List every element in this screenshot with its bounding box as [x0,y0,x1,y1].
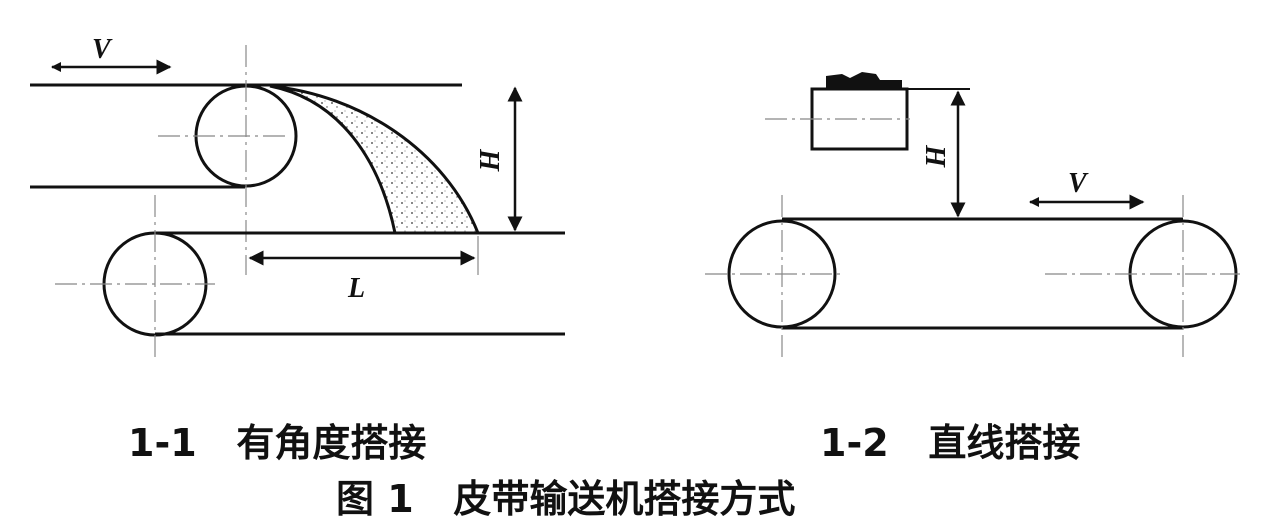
subfigure-straight-lap: H V [705,72,1240,360]
height-label-2: H [919,144,950,168]
length-label: L [347,273,365,304]
chute-box [810,87,909,151]
material-trajectory [269,84,481,235]
chute-top-material [826,72,902,89]
height-label: H [473,148,504,172]
caption-1-2: 1-2 直线搭接 [820,421,1081,465]
figure-title: 图 1 皮带输送机搭接方式 [336,477,796,521]
length-dimension: L [248,236,479,304]
height-dimension: H [473,86,523,232]
velocity-arrow-2: V [1029,168,1145,210]
height-dimension-2: H [919,90,966,218]
velocity-arrow: V [51,34,172,75]
subfigure-angled-lap: V H L [30,34,565,360]
caption-1-1: 1-1 有角度搭接 [128,421,427,465]
velocity-label-2: V [1068,168,1089,199]
velocity-label: V [92,34,113,65]
